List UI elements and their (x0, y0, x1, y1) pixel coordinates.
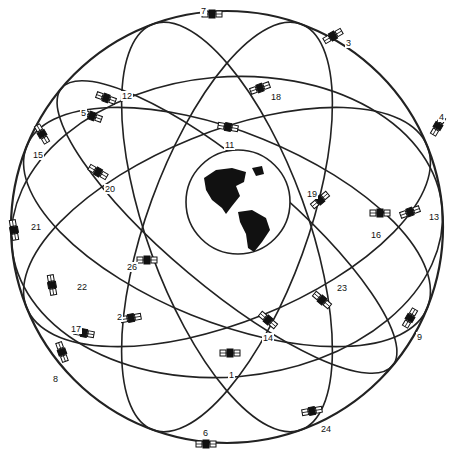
panel-ribs (251, 85, 270, 92)
satellite-number: 4 (438, 112, 445, 122)
satellite-number: 21 (30, 222, 42, 232)
satellite-icon (95, 91, 117, 105)
panel-ribs (121, 316, 141, 319)
satellite-icon (46, 274, 57, 295)
panel-ribs (12, 220, 15, 240)
panel-ribs (260, 314, 275, 327)
panel-ribs (137, 260, 157, 261)
satellite-number: 3 (345, 38, 352, 48)
orbit-ellipse (78, 0, 376, 453)
satellite-number: 11 (224, 140, 235, 150)
satellite-icon (322, 28, 343, 45)
satellite-icon (137, 256, 157, 264)
orbit-ellipse (0, 58, 454, 396)
satellite-number: 2 (116, 312, 123, 322)
satellite-number: 13 (428, 212, 440, 222)
satellite-number: 26 (126, 262, 138, 272)
panel-ribs (196, 444, 216, 445)
satellite-number: 5 (80, 108, 87, 118)
panel-ribs (220, 353, 240, 354)
satellite-number: 24 (320, 424, 332, 434)
satellite-number: 22 (76, 282, 88, 292)
satellite-number: 9 (416, 332, 423, 342)
satellite-number: 6 (202, 428, 209, 438)
satellite-icon (87, 164, 108, 181)
orbit-ellipse (23, 42, 431, 412)
greenland (252, 166, 264, 176)
orbit-ellipse (0, 58, 454, 396)
satellite-number: 15 (32, 150, 44, 160)
panel-ribs (370, 213, 390, 214)
orbit-ellipse (78, 0, 376, 453)
satellites (8, 10, 446, 448)
outer-sphere (11, 11, 443, 443)
satellite-icon (399, 205, 421, 219)
satellite-number: 8 (52, 374, 59, 384)
satellite-number: 20 (104, 184, 116, 194)
earth-outline (186, 150, 290, 254)
panel-ribs (401, 209, 420, 216)
satellite-number: 23 (336, 283, 348, 293)
satellite-number: 19 (306, 189, 318, 199)
satellite-number: 1 (228, 370, 235, 380)
satellite-icon (34, 123, 51, 144)
satellite-icon (220, 349, 240, 357)
panel-ribs (405, 309, 415, 326)
satellite-number: 14 (262, 333, 274, 343)
satellite-icon (55, 341, 69, 363)
panel-ribs (218, 125, 238, 128)
satellite-icon (301, 405, 322, 416)
panel-ribs (302, 409, 322, 412)
satellite-icon (402, 307, 419, 328)
satellite-icon (8, 219, 19, 240)
satellite-number: 7 (200, 6, 207, 16)
satellite-icon (120, 312, 141, 323)
panel-ribs (89, 167, 106, 177)
panel-ribs (59, 343, 66, 362)
orbit-ellipse (0, 59, 454, 396)
satellite-number: 17 (70, 324, 82, 334)
satellite-icon (258, 311, 278, 330)
south-america (238, 210, 270, 252)
satellite-icon (312, 291, 332, 310)
satellite-number: 16 (370, 230, 382, 240)
satellite-icon (249, 81, 271, 95)
panel-ribs (324, 31, 341, 41)
satellite-icon (196, 440, 216, 448)
panel-ribs (314, 294, 329, 307)
satellite-number: 18 (270, 92, 282, 102)
north-america (204, 168, 246, 214)
satellite-icon (370, 209, 390, 217)
satellite-number: 12 (121, 91, 133, 101)
panel-ribs (50, 275, 53, 295)
panel-ribs (37, 125, 47, 142)
panel-ribs (97, 95, 116, 102)
satellite-icon (217, 121, 238, 132)
